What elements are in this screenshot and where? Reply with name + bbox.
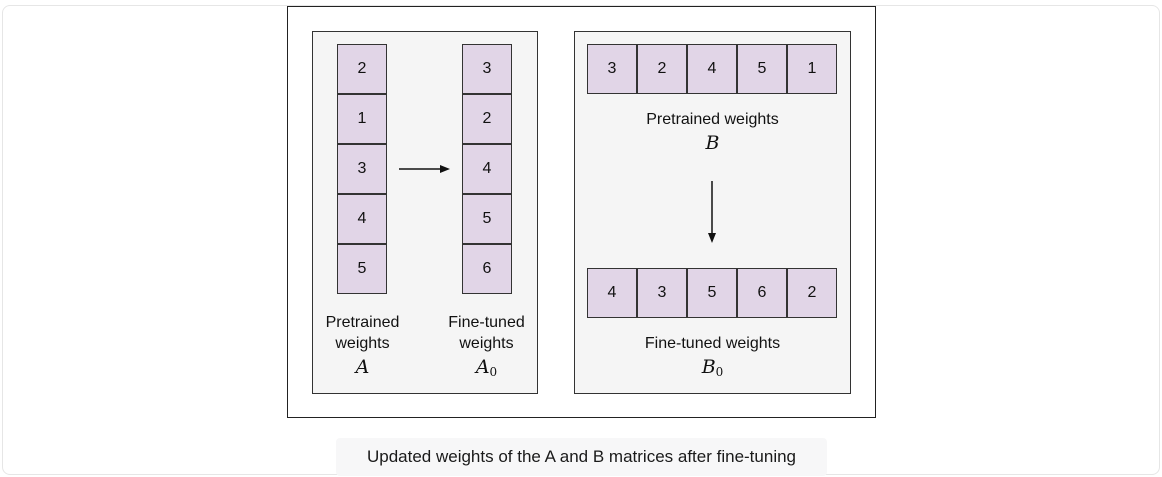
matrix-a-symbol: A — [355, 356, 370, 378]
matrix-b-finetuned-cell: 3 — [637, 268, 687, 318]
matrix-b-pretrained-cell: 5 — [737, 44, 787, 94]
matrix-a-pretrained-cell: 5 — [337, 244, 387, 294]
matrix-a0-symbol-base: A — [475, 356, 490, 378]
matrix-a-finetuned-cell: 3 — [462, 44, 512, 94]
matrix-a0-symbol-subscript: 0 — [489, 365, 498, 379]
matrix-b-finetuned-cell: 6 — [737, 268, 787, 318]
matrix-b0-symbol-subscript: 0 — [715, 365, 724, 379]
matrix-a-finetuned-cell: 2 — [462, 94, 512, 144]
matrix-a-pretrained-label-line2: weights — [335, 335, 390, 352]
matrix-b-pretrained-cell: 3 — [587, 44, 637, 94]
matrix-a-finetuned-cell: 4 — [462, 144, 512, 194]
figure-caption: Updated weights of the A and B matrices … — [336, 438, 827, 476]
matrix-b-pretrained-cell: 2 — [637, 44, 687, 94]
matrix-a0-symbol: A0 — [436, 356, 537, 379]
matrix-a-pretrained-label-line1: Pretrained — [325, 314, 400, 331]
matrix-b-finetuned-cell: 2 — [787, 268, 837, 318]
matrix-b-symbol: B — [705, 132, 720, 154]
matrix-a-pretrained-cell: 2 — [337, 44, 387, 94]
arrow-down-icon — [708, 181, 716, 243]
matrix-b0-symbol-base: B — [701, 356, 716, 378]
matrix-b-pretrained-label: Pretrained weights — [646, 111, 779, 128]
matrix-a-finetuned-label-line1: Fine-tuned — [448, 314, 525, 331]
matrix-a-finetuned-cell: 5 — [462, 194, 512, 244]
matrix-a-pretrained-cell: 1 — [337, 94, 387, 144]
arrow-right-icon — [399, 165, 450, 173]
matrix-b-finetuned-cell: 4 — [587, 268, 637, 318]
matrix-a-pretrained-cell: 4 — [337, 194, 387, 244]
matrix-b-pretrained-cell: 4 — [687, 44, 737, 94]
matrix-b-pretrained-cell: 1 — [787, 44, 837, 94]
matrix-a-finetuned-cell: 6 — [462, 244, 512, 294]
matrix-a-finetuned-label-line2: weights — [459, 335, 514, 352]
matrix-b0-symbol: B0 — [574, 356, 851, 379]
matrix-b-finetuned-label: Fine-tuned weights — [644, 335, 781, 352]
matrix-a-pretrained-cell: 3 — [337, 144, 387, 194]
matrix-b-finetuned-cell: 5 — [687, 268, 737, 318]
